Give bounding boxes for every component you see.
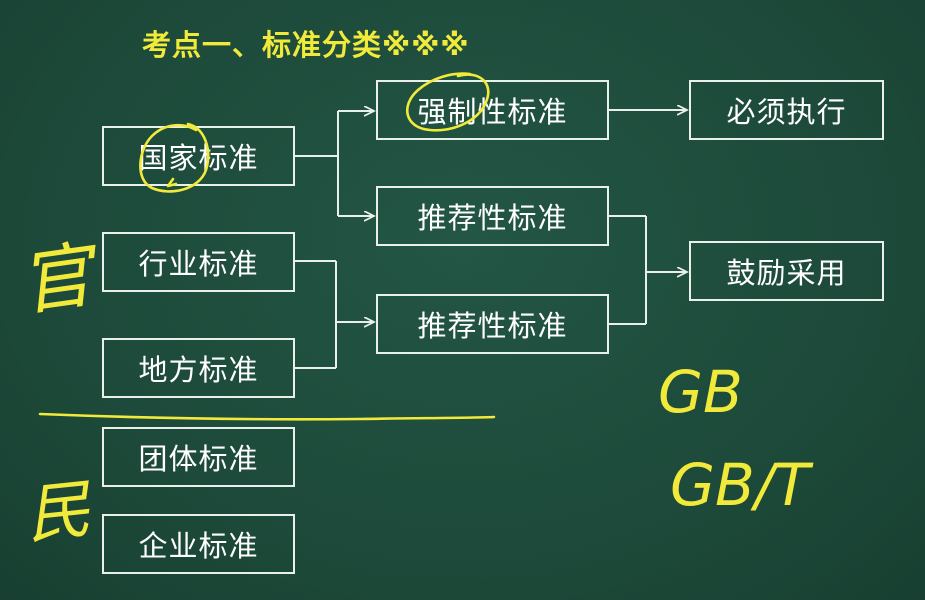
box-recommended-standard-1: 推荐性标准 bbox=[376, 186, 609, 246]
handwritten-official: 官 bbox=[14, 231, 105, 325]
box-industry-standard: 行业标准 bbox=[102, 232, 295, 292]
box-encourage-adopt: 鼓励采用 bbox=[689, 241, 884, 301]
page-title: 考点一、标准分类※※※ bbox=[142, 28, 470, 62]
box-local-standard: 地方标准 bbox=[102, 338, 295, 398]
box-mandatory-standard: 强制性标准 bbox=[376, 80, 609, 140]
circle-mark-mandatory bbox=[406, 72, 490, 132]
box-national-standard: 国家标准 bbox=[102, 126, 295, 186]
box-recommended-standard-2: 推荐性标准 bbox=[376, 294, 609, 354]
circle-mark-national bbox=[139, 122, 210, 193]
box-must-execute: 必须执行 bbox=[689, 80, 884, 140]
handwritten-gbt: GB/T bbox=[670, 451, 814, 519]
handwritten-gb: GB bbox=[658, 358, 743, 426]
divider-line bbox=[38, 412, 496, 421]
handwritten-civil: 民 bbox=[23, 473, 96, 553]
box-group-standard: 团体标准 bbox=[102, 427, 295, 487]
box-enterprise-standard: 企业标准 bbox=[102, 514, 295, 574]
